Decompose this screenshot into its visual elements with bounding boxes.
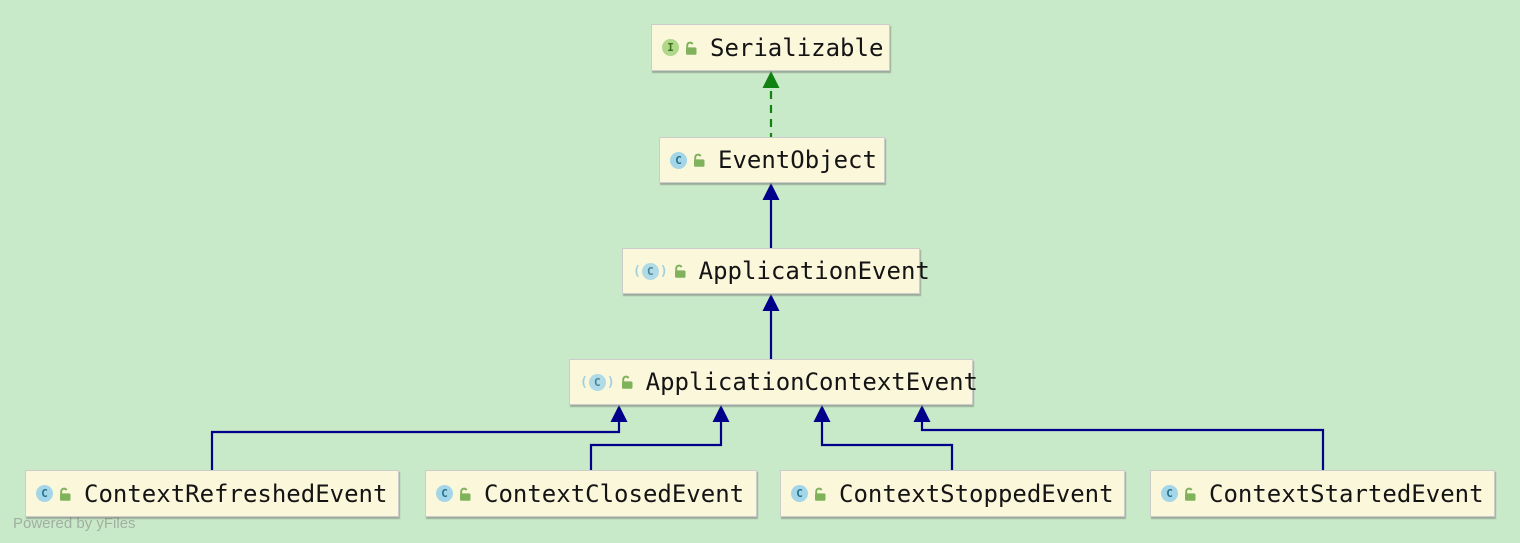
class-name-label: ContextStartedEvent <box>1209 479 1484 508</box>
generalization-edge-application-context-event <box>762 294 780 359</box>
unlocked-public-icon <box>692 152 706 168</box>
powered-by-yfiles-watermark: Powered by yFiles <box>13 515 136 532</box>
generalization-edge-context-started-event <box>913 405 1325 470</box>
class-icon: C <box>791 485 808 502</box>
class-node-application-context-event[interactable]: (C) ApplicationContextEvent <box>569 359 978 405</box>
class-node-context-stopped-event[interactable]: C ContextStoppedEvent <box>780 470 1125 517</box>
class-icon: C <box>36 485 53 502</box>
class-icon: C <box>670 151 687 169</box>
class-name-label: ApplicationEvent <box>698 257 930 285</box>
unlocked-public-icon <box>684 40 698 56</box>
abstract-paren-icon: ( <box>580 374 588 390</box>
class-node-context-refreshed-event[interactable]: C ContextRefreshedEvent <box>25 470 399 517</box>
edge-line <box>210 422 621 470</box>
class-node-serializable[interactable]: I Serializable <box>651 24 890 71</box>
arrowhead-icon <box>913 405 931 422</box>
edge-line <box>820 422 954 470</box>
unlocked-public-icon <box>686 41 697 55</box>
class-name-label: ContextClosedEvent <box>484 479 745 508</box>
unlocked-public-icon <box>1183 486 1197 502</box>
edge-line <box>920 422 1325 470</box>
abstract-class-icon: C <box>641 262 659 280</box>
class-icon: C <box>436 485 453 502</box>
abstract-paren-icon: ) <box>606 374 615 390</box>
class-node-context-started-event[interactable]: C ContextStartedEvent <box>1150 470 1495 517</box>
unlocked-public-icon <box>694 153 705 167</box>
abstract-paren-icon: ( <box>633 263 641 279</box>
class-name-label: ApplicationContextEvent <box>645 368 978 396</box>
class-icon: C <box>1161 485 1178 502</box>
class-name-label: EventObject <box>718 146 877 174</box>
unlocked-public-icon <box>458 486 472 502</box>
arrowhead-icon <box>813 405 831 422</box>
arrowhead-icon <box>762 183 780 200</box>
abstract-class-icon: C <box>588 373 606 391</box>
arrowhead-icon <box>712 405 730 422</box>
unlocked-public-icon <box>673 263 687 279</box>
unlocked-public-icon <box>460 487 471 501</box>
arrowhead-icon <box>610 405 628 422</box>
class-node-application-event[interactable]: (C) ApplicationEvent <box>622 248 930 294</box>
edge-line <box>589 422 723 470</box>
unlocked-public-icon <box>620 374 634 390</box>
generalization-edge-context-refreshed-event <box>210 405 628 470</box>
class-name-label: Serializable <box>710 33 884 62</box>
interface-icon: I <box>662 39 679 56</box>
arrowhead-icon <box>762 294 780 311</box>
class-name-label: ContextStoppedEvent <box>839 479 1114 508</box>
unlocked-public-icon <box>621 375 633 389</box>
unlocked-public-icon <box>674 264 686 278</box>
unlocked-public-icon <box>1185 487 1196 501</box>
class-name-label: ContextRefreshedEvent <box>84 479 388 508</box>
unlocked-public-icon <box>58 486 72 502</box>
abstract-paren-icon: ) <box>659 263 668 279</box>
class-node-context-closed-event[interactable]: C ContextClosedEvent <box>425 470 757 517</box>
unlocked-public-icon <box>813 486 827 502</box>
class-node-event-object[interactable]: C EventObject <box>659 137 885 183</box>
arrowhead-icon <box>762 71 780 88</box>
unlocked-public-icon <box>815 487 826 501</box>
generalization-edge-context-stopped-event <box>813 405 954 470</box>
generalization-edge-context-closed-event <box>589 405 730 470</box>
unlocked-public-icon <box>60 487 71 501</box>
